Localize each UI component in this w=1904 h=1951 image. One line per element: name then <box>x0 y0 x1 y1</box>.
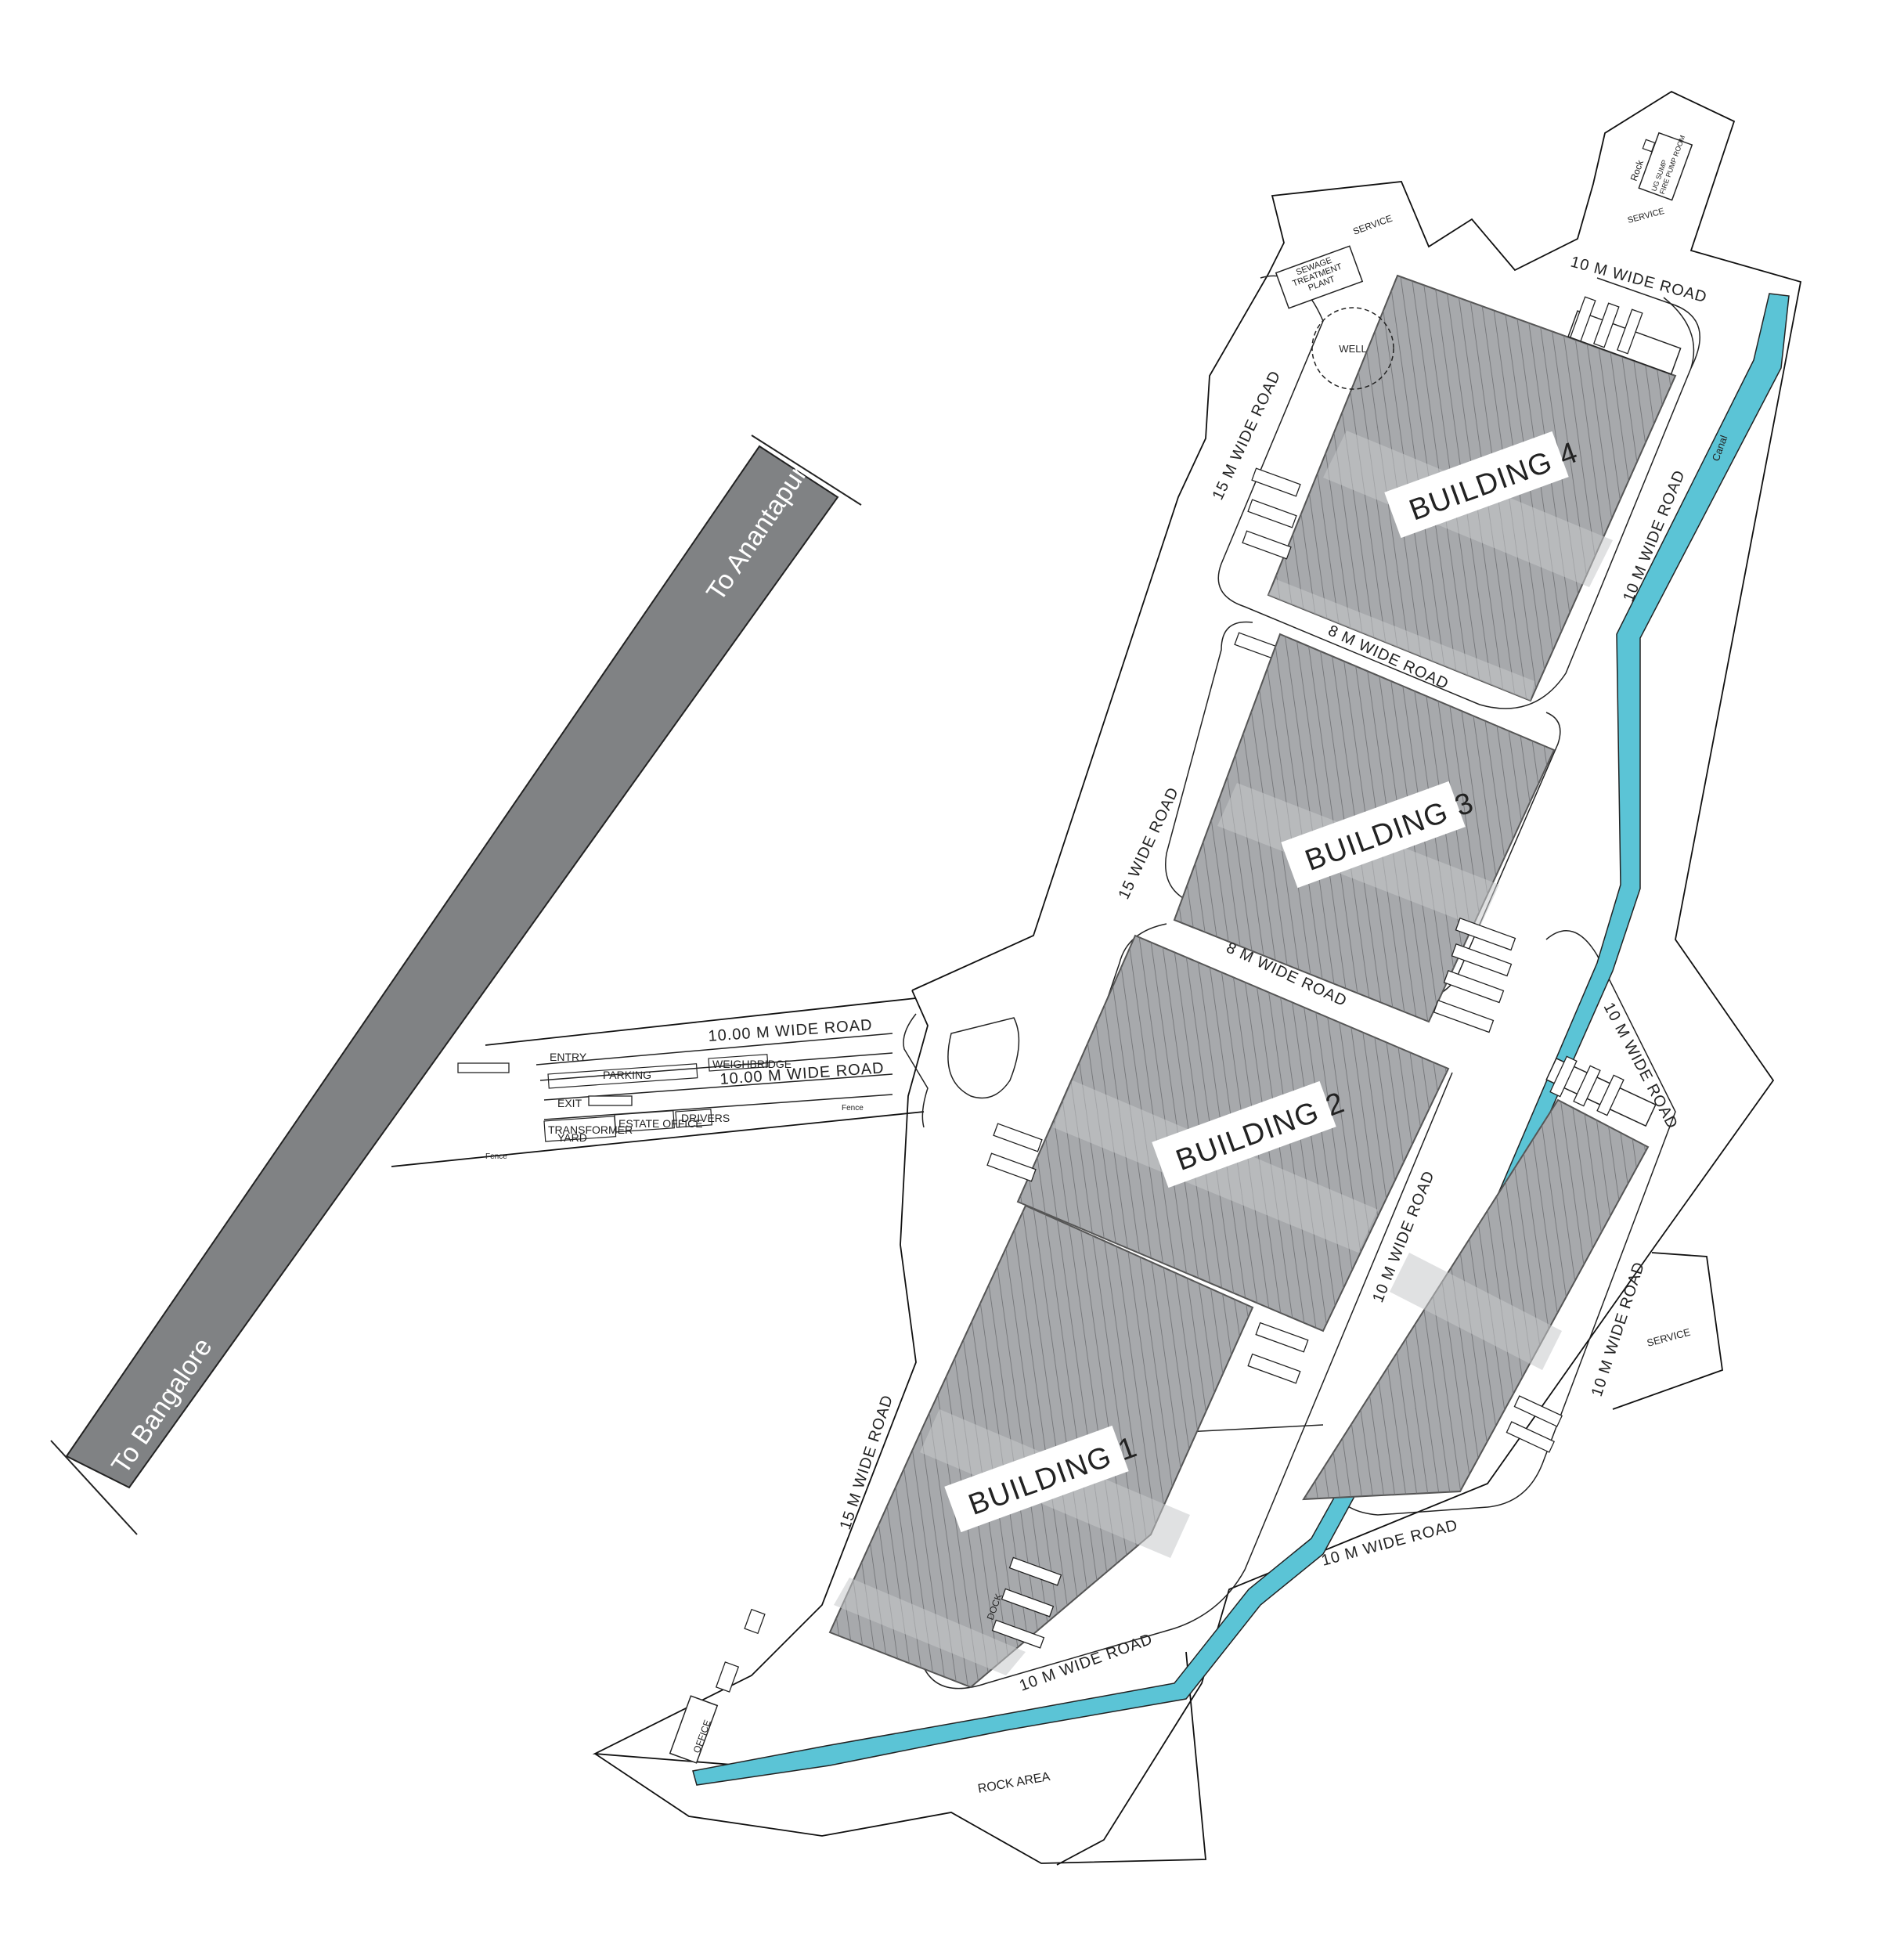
fence-label-north: Fence <box>842 1104 864 1113</box>
building-3-label <box>1281 781 1466 889</box>
building-4-label <box>1384 431 1569 539</box>
highway: To Anantapur To Bangalore <box>50 435 862 1535</box>
truck-icon <box>457 1062 510 1073</box>
site-boundary <box>391 90 1802 1866</box>
road-label-east-annex: 10 M WIDE ROAD <box>1588 1260 1648 1399</box>
office: OFFICE <box>669 1608 766 1764</box>
building-1-label <box>944 1425 1129 1533</box>
fence-line-south <box>391 1111 925 1167</box>
boundary-outer <box>911 90 1802 1866</box>
well-label: WELL <box>1339 343 1366 355</box>
annex-building <box>1302 1055 1657 1501</box>
rock-area-label: ROCK AREA <box>977 1770 1051 1796</box>
service-label-north: SERVICE <box>1351 213 1394 237</box>
building-4: BUILDING 4 <box>1234 274 1682 702</box>
building-1: BUILDING 1 DOCK <box>828 1204 1254 1689</box>
boundary-west <box>592 990 929 1770</box>
fence-line-north <box>485 997 917 1046</box>
building-2-label <box>1152 1080 1336 1188</box>
drivers-label: DRIVERS <box>681 1112 730 1124</box>
access-road-upper-label: 10.00 M WIDE ROAD <box>708 1016 873 1045</box>
boundary-rock <box>594 1651 1206 1864</box>
fence-label-south: Fence <box>485 1152 507 1161</box>
exit-label: EXIT <box>557 1097 582 1109</box>
service-area-east <box>1612 1252 1723 1410</box>
well: WELL <box>1311 307 1394 390</box>
building-3: BUILDING 3 <box>1173 633 1556 1033</box>
sewage-treatment-plant: SEWAGE TREATMENT PLANT <box>1275 245 1364 309</box>
service-label-east: SERVICE <box>1646 1326 1692 1349</box>
parking-label: PARKING <box>603 1069 651 1081</box>
estate-office-label: ESTATE OFFICE <box>618 1117 703 1130</box>
canal-channel <box>692 293 1790 1786</box>
weighbridge-label: WEIGHBRIDGE <box>712 1058 792 1070</box>
highway-road <box>65 445 839 1489</box>
service-label-ne: SERVICE <box>1627 207 1666 225</box>
road-label-west-b3: 15 WIDE ROAD <box>1116 784 1183 902</box>
building-2: BUILDING 2 <box>986 934 1450 1384</box>
access-road: ENTRY EXIT PARKING WEIGHBRIDGE TRANSFORM… <box>457 1016 893 1161</box>
fire-pump-room: UG SUMP FIRE PUMP ROOM Rock <box>1628 132 1693 201</box>
entry-label: ENTRY <box>550 1051 587 1063</box>
